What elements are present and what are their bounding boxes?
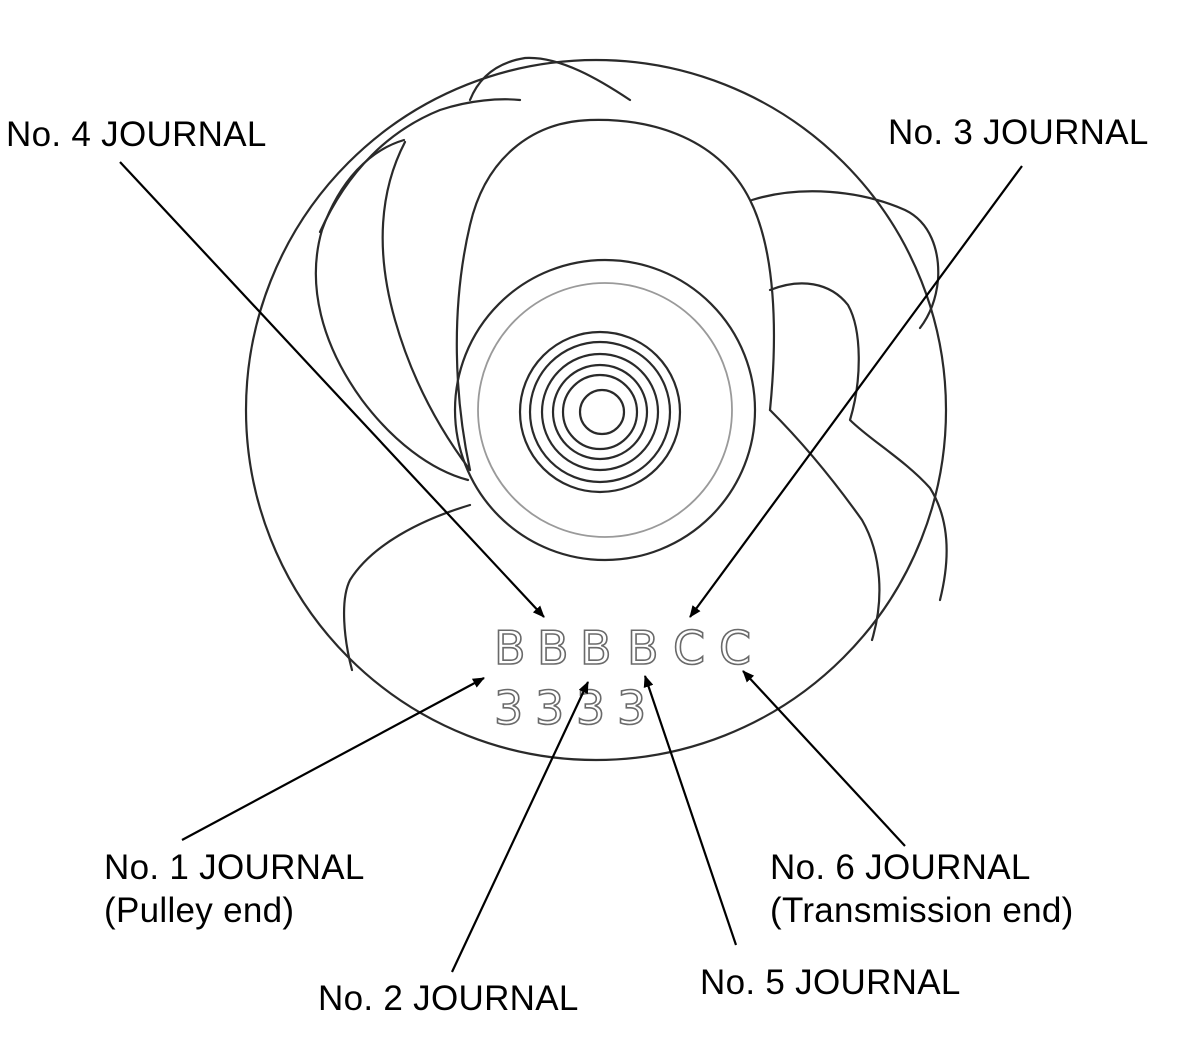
center-bore: [578, 388, 626, 436]
pulley-boss-outer: [453, 258, 757, 562]
label-no2-journal: No. 2 JOURNAL: [318, 979, 579, 1018]
stamp-letter-2: B: [537, 621, 569, 675]
stamp-letter-4: B: [627, 621, 659, 675]
stamp-letter-3: B: [580, 621, 612, 675]
stamp-letter-1: B: [494, 621, 526, 675]
label-no1-journal: No. 1 JOURNAL: [104, 848, 365, 887]
arrow-no2: [451, 681, 589, 973]
snout-ring-2: [528, 340, 672, 484]
journal-code-stamp: B B B B C C 3 3 3 3: [493, 620, 752, 736]
stamp-number-1: 3: [494, 681, 523, 735]
stamp-number-4: 3: [617, 681, 646, 735]
counterweight-right: [750, 190, 940, 330]
label-no6-journal: No. 6 JOURNAL: [770, 848, 1031, 887]
flange-outline: [244, 58, 948, 762]
counterweight-right-lower: [768, 282, 948, 602]
counterweight-right-bottom: [768, 408, 881, 642]
snout-ring-4: [551, 363, 649, 461]
pulley-boss-inner: [477, 282, 733, 538]
arrow-no5: [643, 675, 738, 946]
counterweight-upper-left: [318, 98, 522, 234]
stamp-number-2: 3: [535, 681, 564, 735]
stamp-letter-5: C: [673, 621, 705, 675]
snout-ring-5: [561, 373, 639, 451]
counterweight-upper-left-inner: [468, 56, 632, 102]
stamp-number-3: 3: [576, 681, 605, 735]
counterweight-left-inner: [381, 140, 472, 472]
snout-ring-3: [540, 352, 660, 472]
label-no6-transmission-end: (Transmission end): [770, 891, 1074, 930]
crank-arm: [455, 118, 776, 472]
counterweight-lower-left: [342, 503, 472, 672]
label-no5-journal: No. 5 JOURNAL: [700, 963, 961, 1002]
arrow-no6: [742, 670, 906, 847]
label-no1-pulley-end: (Pulley end): [104, 891, 295, 930]
leader-arrows: [119, 161, 1023, 973]
label-no4-journal: No. 4 JOURNAL: [6, 115, 267, 154]
arrow-no3: [689, 165, 1023, 618]
stamp-letter-6: C: [719, 621, 751, 675]
arrow-no1: [181, 677, 485, 841]
label-no3-journal: No. 3 JOURNAL: [888, 113, 1149, 152]
crankshaft-drawing: [244, 56, 948, 762]
snout-ring-1: [518, 330, 682, 494]
arrow-no4: [119, 161, 545, 618]
counterweight-left-arc: [314, 138, 470, 482]
